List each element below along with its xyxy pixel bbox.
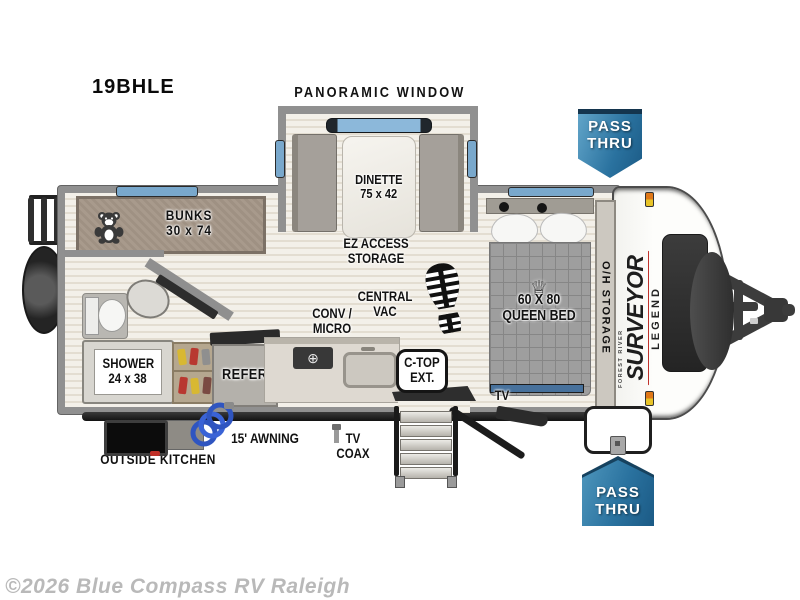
bunks-area: BUNKS 30 x 74 [76, 196, 266, 254]
shower-pan: SHOWER 24 x 38 [94, 349, 162, 395]
kitchen-sink [343, 352, 397, 388]
pass-thru-banner-bottom-face: PASS THRU [582, 460, 654, 526]
crown-icon: ♕ [530, 278, 548, 300]
bunk-window [116, 186, 198, 197]
toilet [82, 293, 128, 339]
propane-cover [690, 252, 734, 370]
bed-window [508, 187, 594, 197]
boot-print-icon [423, 262, 464, 335]
oh-storage-cabinet: O/H STORAGE [595, 200, 616, 416]
dinette-label-line2: 75 x 42 [360, 186, 398, 201]
knob-icon [150, 451, 160, 456]
utility-hose-icon [190, 402, 234, 447]
dinette-bench-left [292, 134, 337, 232]
coax-connector-icon [331, 424, 342, 443]
bunks-label-line1: BUNKS [165, 207, 213, 223]
marker-light-icon [645, 391, 654, 406]
shower-label-line2: 24 x 38 [108, 371, 148, 386]
clothes-icon [177, 376, 189, 395]
awning-label: 15' AWNING [231, 430, 299, 446]
central-vac-label-line2: VAC [373, 303, 397, 319]
latch-icon [610, 436, 626, 455]
tv-coax-label-line1: TV [345, 431, 361, 446]
dinette-side-window-right [467, 140, 477, 178]
panoramic-window-label: PANORAMIC WINDOW [294, 84, 466, 101]
marker-light-icon [645, 192, 654, 207]
microwave-icon: ⊕ [293, 347, 333, 369]
pass-thru-bottom-line2: THRU [595, 501, 641, 519]
pass-thru-top-line2: THRU [587, 135, 633, 153]
conv-micro-label-line2: MICRO [312, 320, 352, 336]
ctop-ext-callout: C-TOP EXT. [396, 349, 448, 393]
dinette-slide: DINETTE 75 x 42 [278, 106, 478, 238]
clothes-icon [176, 348, 188, 366]
bunks-label-line2: 30 x 74 [166, 222, 212, 239]
speaker-icon [537, 203, 547, 213]
dinette-side-window-left [275, 140, 285, 178]
watermark: ©2026 Blue Compass RV Raleigh [5, 575, 351, 598]
teddy-bear-icon [94, 212, 124, 244]
clothes-icon [201, 348, 211, 366]
ctop-ext-label-line1: C-TOP [404, 355, 440, 371]
tv-label: TV [494, 388, 510, 403]
pillow [539, 211, 588, 246]
shower-stall: SHOWER 24 x 38 [82, 340, 174, 404]
ez-access-label-line2: STORAGE [347, 250, 405, 266]
mattress-quilt [489, 242, 591, 396]
clothes-icon [202, 376, 212, 395]
dinette-bench-right [419, 134, 464, 232]
bathroom-wall [64, 250, 164, 257]
refer-label: REFER [222, 366, 268, 384]
entry-steps [394, 406, 458, 488]
legend-label: LEGEND [650, 286, 662, 350]
brand-swoosh [648, 250, 649, 386]
ez-access-label-line1: EZ ACCESS [343, 236, 409, 251]
outside-kitchen-griddle [104, 420, 168, 456]
brand-logo: FOREST RIVER SURVEYOR LEGEND [618, 248, 662, 388]
kitchen-counter: ⊕ [264, 337, 400, 403]
banner-top-edge [578, 109, 642, 114]
model-label: 19BHLE [92, 76, 175, 98]
ctop-ext-label-line2: EXT. [409, 370, 435, 385]
dinette-label-line1: DINETTE [355, 171, 403, 187]
panoramic-window-glass [326, 118, 432, 133]
queen-bed: ♕ 60 X 80 QUEEN BED [487, 211, 591, 396]
pass-thru-bottom-line1: PASS [596, 484, 640, 501]
central-vac-label-line1: CENTRAL [357, 289, 413, 304]
pass-thru-banner-top: PASS THRU [578, 109, 642, 178]
surveyor-label: SURVEYOR [622, 255, 648, 381]
tv-unit [490, 384, 584, 393]
outside-kitchen-cabinet [164, 420, 204, 450]
bed-head-shelf [486, 198, 594, 214]
oh-storage-label: O/H STORAGE [599, 261, 612, 355]
queen-bed-label-line2: QUEEN BED [502, 307, 576, 324]
faucet-icon [361, 347, 375, 351]
speaker-icon [499, 202, 509, 212]
clothes-icon [190, 377, 200, 395]
awning-roller-bar [82, 412, 628, 421]
pass-thru-top-line1: PASS [588, 118, 632, 135]
tv-coax-label-line2: COAX [336, 445, 370, 461]
clothes-icon [189, 347, 199, 366]
shower-label-line1: SHOWER [102, 356, 154, 372]
conv-micro-label-line1: CONV / [312, 306, 352, 321]
queen-bed-label-line1: 60 X 80 [517, 292, 561, 308]
dinette-table: DINETTE 75 x 42 [342, 136, 416, 238]
pass-thru-banner-bottom: PASS THRU [582, 456, 654, 526]
